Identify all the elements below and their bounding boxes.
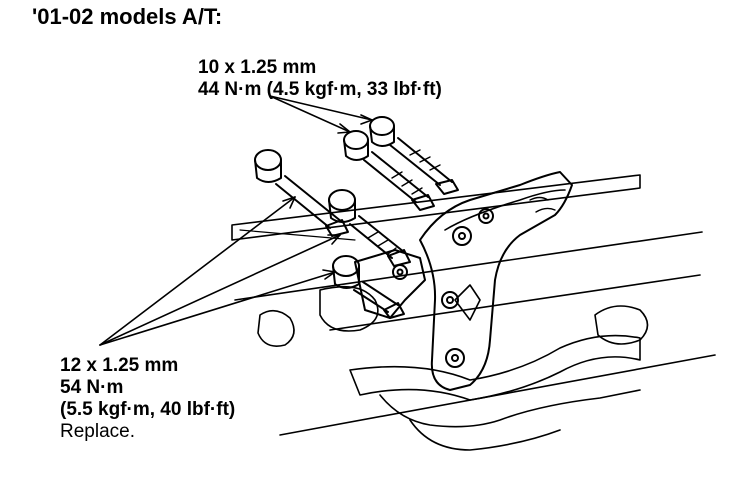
leader-arrows-lower xyxy=(99,196,356,346)
callout-upper-bolts: 10 x 1.25 mm 44 N·m (4.5 kgf·m, 33 lbf·f… xyxy=(198,57,442,101)
bolt-size-lower: 12 x 1.25 mm xyxy=(60,355,179,376)
torque-lower: 54 N·m xyxy=(60,377,124,398)
torque-upper: 44 N·m (4.5 kgf·m, 33 lbf·ft) xyxy=(198,79,442,100)
leader-arrows-upper xyxy=(269,95,373,134)
mount-bracket xyxy=(419,171,573,391)
callout-lower-bolts: 12 x 1.25 mm 54 N·m (5.5 kgf·m, 40 lbf·f… xyxy=(60,355,235,443)
bolt-lower-2 xyxy=(328,189,411,267)
engine-housing xyxy=(231,174,716,451)
page-title: '01-02 models A/T: xyxy=(32,4,223,29)
bolt-upper-2 xyxy=(343,130,435,211)
bolt-lower-3 xyxy=(332,255,405,319)
bolt-upper-1 xyxy=(369,116,459,195)
bolt-size-upper: 10 x 1.25 mm xyxy=(198,57,317,78)
torque-lower-alt: (5.5 kgf·m, 40 lbf·ft) xyxy=(60,399,236,420)
replace-note: Replace. xyxy=(60,421,135,442)
